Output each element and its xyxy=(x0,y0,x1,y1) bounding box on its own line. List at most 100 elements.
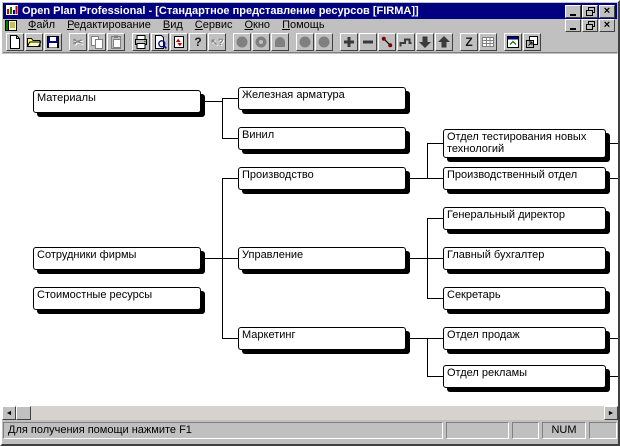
print-preview-icon xyxy=(152,34,168,50)
resource-node-proddept[interactable]: Производственный отдел xyxy=(443,167,606,190)
node-label: Стоимостные ресурсы xyxy=(37,289,153,301)
connector-line xyxy=(427,376,443,377)
outline-steps-button[interactable] xyxy=(397,33,415,51)
circle-tool-3-button xyxy=(315,33,333,51)
resource-node-vinyl[interactable]: Винил xyxy=(238,127,406,150)
remove-button[interactable] xyxy=(359,33,377,51)
resource-node-director[interactable]: Генеральный директор xyxy=(443,207,606,230)
resize-window-button[interactable] xyxy=(523,33,541,51)
resource-node-employees[interactable]: Сотрудники фирмы xyxy=(33,247,201,270)
paste-button xyxy=(107,33,125,51)
resource-node-iron[interactable]: Железная арматура xyxy=(238,87,406,110)
window-title: Open Plan Professional - [Стандартное пр… xyxy=(22,5,419,17)
print-button[interactable] xyxy=(132,33,150,51)
cut-icon: ✂ xyxy=(72,35,84,49)
child-close-button[interactable]: × xyxy=(599,19,615,32)
move-up-button[interactable] xyxy=(435,33,453,51)
arrow-up-icon xyxy=(436,34,452,50)
resource-node-accountant[interactable]: Главный бухгалтер xyxy=(443,247,606,270)
link-button[interactable] xyxy=(378,33,396,51)
save-icon xyxy=(45,34,61,50)
split-window-icon xyxy=(505,34,521,50)
steps-icon xyxy=(398,34,414,50)
context-help-icon: ↖? xyxy=(210,36,224,47)
horizontal-scrollbar[interactable]: ◄ ► xyxy=(2,406,618,420)
connector-line xyxy=(410,178,427,179)
help-icon: ? xyxy=(194,35,202,49)
new-document-button[interactable] xyxy=(6,33,24,51)
connector-line xyxy=(427,218,443,219)
node-label: Железная арматура xyxy=(242,89,345,101)
node-label: Производственный отдел xyxy=(447,169,578,181)
scrollbar-thumb[interactable] xyxy=(16,406,31,420)
node-label: Отдел тестирования новых технологий xyxy=(447,131,587,155)
scroll-right-button[interactable]: ► xyxy=(604,406,618,420)
z-order-icon: Z xyxy=(465,35,473,49)
minimize-button[interactable] xyxy=(565,4,581,18)
paste-icon xyxy=(108,34,124,50)
resource-node-testing[interactable]: Отдел тестирования новых технологий xyxy=(443,129,606,158)
refresh-button[interactable] xyxy=(170,33,188,51)
circle-tool-1-button xyxy=(233,33,251,51)
resource-diagram-canvas: Материалы Железная арматура Винил Произв… xyxy=(2,54,618,406)
scroll-left-button[interactable]: ◄ xyxy=(2,406,16,420)
spreadsheet-button xyxy=(479,33,497,51)
connector-line xyxy=(427,143,443,144)
circle-tool-2-button xyxy=(296,33,314,51)
move-down-button[interactable] xyxy=(416,33,434,51)
menu-file[interactable]: Файл xyxy=(22,19,61,32)
resource-node-production[interactable]: Производство xyxy=(238,167,406,190)
resource-node-advertising[interactable]: Отдел рекламы xyxy=(443,365,606,388)
menu-window[interactable]: Окно xyxy=(238,19,276,32)
status-panel xyxy=(512,422,539,439)
connector-line-offscreen xyxy=(610,338,618,339)
split-window-button[interactable] xyxy=(504,33,522,51)
circle-tool-icon xyxy=(316,34,332,50)
plus-icon xyxy=(341,34,357,50)
resource-node-cost[interactable]: Стоимостные ресурсы xyxy=(33,287,201,310)
connector-line xyxy=(427,143,428,179)
add-button[interactable] xyxy=(340,33,358,51)
close-button[interactable]: × xyxy=(599,4,615,18)
toolbar: ✂ ? ↖? Z xyxy=(3,32,617,53)
resource-node-materials[interactable]: Материалы xyxy=(33,90,201,113)
menu-help[interactable]: Помощь xyxy=(276,19,331,32)
arrow-left-icon: ◄ xyxy=(5,409,13,417)
menu-bar: Файл Редактирование Вид Сервис Окно Помо… xyxy=(3,19,617,32)
print-preview-button[interactable] xyxy=(151,33,169,51)
connector-line xyxy=(222,98,238,99)
connector-line xyxy=(410,338,427,339)
print-icon xyxy=(133,34,149,50)
resource-node-secretary[interactable]: Секретарь xyxy=(443,287,606,310)
arch-tool-icon xyxy=(272,34,288,50)
open-folder-button[interactable] xyxy=(25,33,43,51)
restore-button[interactable] xyxy=(582,4,598,18)
resource-node-sales[interactable]: Отдел продаж xyxy=(443,327,606,350)
node-label: Отдел продаж xyxy=(447,329,520,341)
zoom-z-button[interactable]: Z xyxy=(460,33,478,51)
node-label: Производство xyxy=(242,169,314,181)
node-label: Отдел рекламы xyxy=(447,367,528,379)
spreadsheet-icon xyxy=(480,34,496,50)
menu-edit[interactable]: Редактирование xyxy=(61,19,157,32)
menu-view[interactable]: Вид xyxy=(157,19,189,32)
help-button[interactable]: ? xyxy=(189,33,207,51)
connector-line xyxy=(222,138,238,139)
menu-tools[interactable]: Сервис xyxy=(189,19,239,32)
circle-question-icon xyxy=(253,34,269,50)
connector-line xyxy=(427,338,428,377)
status-message: Для получения помощи нажмите F1 xyxy=(3,422,443,439)
status-panel xyxy=(589,422,617,439)
connector-line xyxy=(222,258,238,259)
connector-line xyxy=(205,258,222,259)
connector-line xyxy=(222,338,238,339)
node-label: Винил xyxy=(242,129,275,141)
child-restore-button[interactable] xyxy=(582,19,598,32)
child-minimize-button[interactable] xyxy=(565,19,581,32)
save-button[interactable] xyxy=(44,33,62,51)
resource-node-marketing[interactable]: Маркетинг xyxy=(238,327,406,350)
resource-node-management[interactable]: Управление xyxy=(238,247,406,270)
connector-line xyxy=(427,298,443,299)
connector-line xyxy=(427,178,443,179)
